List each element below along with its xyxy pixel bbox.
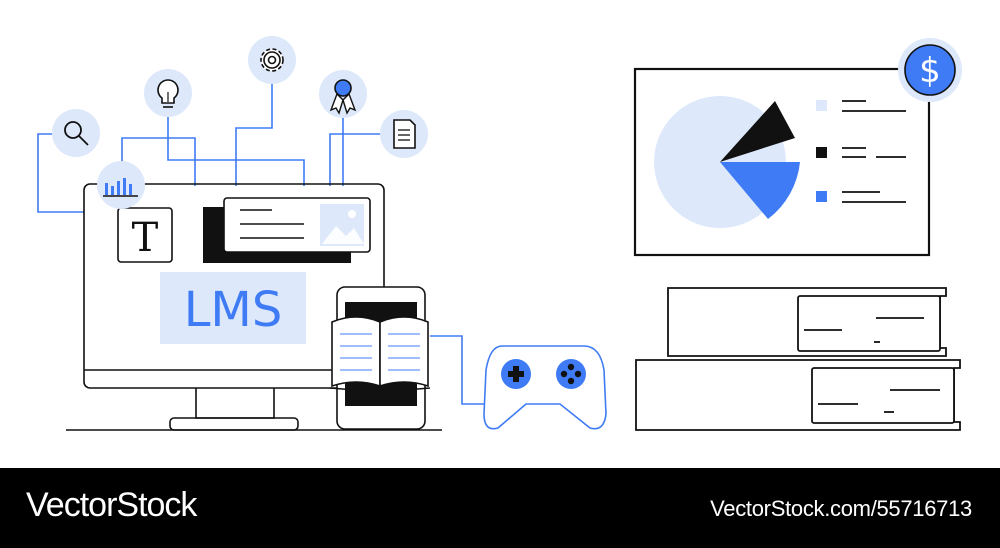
footer-brand: VectorStock [26, 486, 197, 524]
content-card [203, 197, 371, 263]
lightbulb-icon [144, 69, 192, 117]
text-tile-letter: T [132, 215, 159, 261]
award-ribbon-icon [319, 70, 367, 118]
bar-chart-icon [97, 161, 145, 209]
presentation-board: $ [633, 38, 962, 257]
gear-icon [248, 36, 296, 84]
legend [816, 100, 906, 203]
open-book-icon [329, 316, 431, 393]
gamepad-icon [483, 345, 607, 430]
document-icon [380, 110, 428, 158]
image-icon [320, 204, 364, 246]
footer-image-id: VectorStock.com/55716713 [710, 496, 972, 521]
lms-label: LMS [184, 282, 283, 338]
currency-symbol: $ [919, 51, 941, 91]
search-icon [52, 109, 100, 157]
pie-chart-icon [654, 96, 800, 228]
text-tile: T [117, 207, 173, 263]
lms-illustration: T LMS [37, 36, 962, 431]
dollar-icon: $ [898, 38, 962, 102]
footer-bar: VectorStock VectorStock.com/55716713 [0, 468, 1000, 548]
connector-lines [37, 80, 490, 405]
lms-banner: LMS [160, 272, 306, 344]
books-icon [635, 287, 961, 431]
